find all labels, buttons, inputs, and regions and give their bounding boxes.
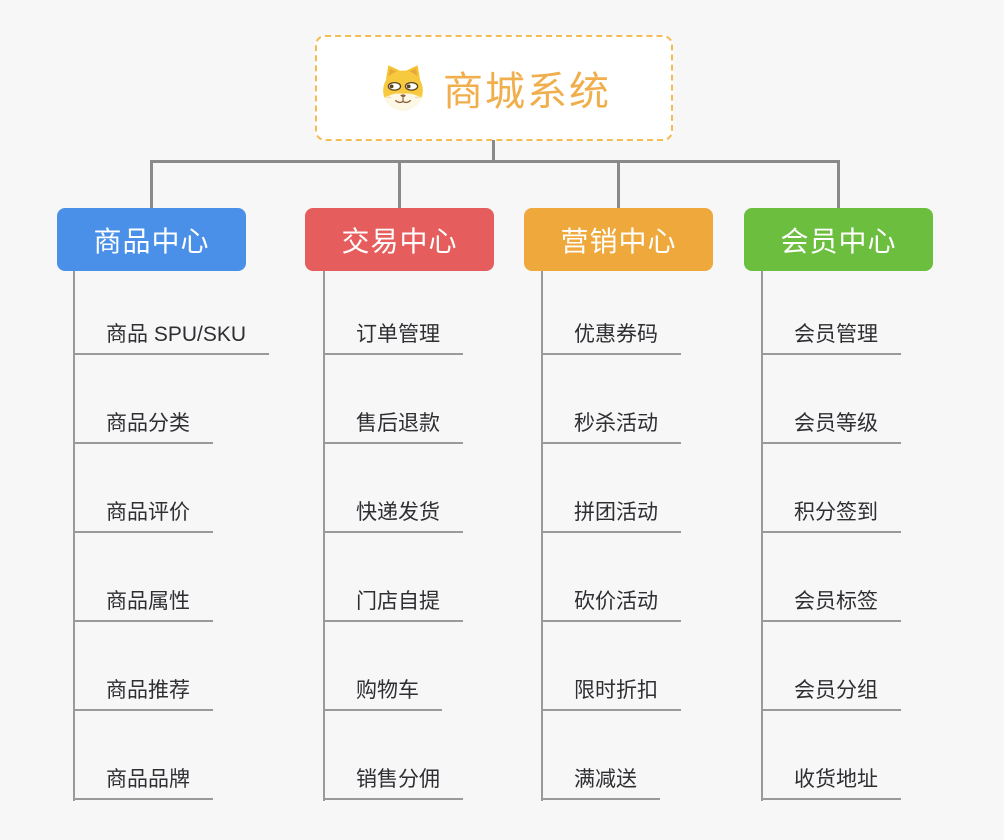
child-node[interactable]: 会员等级 xyxy=(761,404,901,444)
connector-drop-4 xyxy=(837,160,840,208)
child-node[interactable]: 快递发货 xyxy=(323,493,463,533)
branch-node-member-center[interactable]: 会员中心 xyxy=(744,208,933,271)
child-node[interactable]: 商品属性 xyxy=(73,582,213,622)
child-node[interactable]: 满减送 xyxy=(541,760,660,800)
connector-trunk-3 xyxy=(541,271,543,801)
child-node[interactable]: 会员管理 xyxy=(761,315,901,355)
root-title: 商城系统 xyxy=(443,70,611,114)
child-node[interactable]: 拼团活动 xyxy=(541,493,681,533)
child-node[interactable]: 砍价活动 xyxy=(541,582,681,622)
child-node[interactable]: 会员分组 xyxy=(761,671,901,711)
child-node[interactable]: 销售分佣 xyxy=(323,760,463,800)
connector-bus xyxy=(150,160,840,163)
child-node[interactable]: 商品推荐 xyxy=(73,671,213,711)
child-node[interactable]: 商品评价 xyxy=(73,493,213,533)
dog-face-icon xyxy=(383,65,423,111)
connector-drop-3 xyxy=(617,160,620,208)
child-node[interactable]: 会员标签 xyxy=(761,582,901,622)
child-node[interactable]: 收货地址 xyxy=(761,760,901,800)
branch-node-marketing-center[interactable]: 营销中心 xyxy=(524,208,713,271)
connector-trunk-2 xyxy=(323,271,325,801)
child-node[interactable]: 订单管理 xyxy=(323,315,463,355)
child-node[interactable]: 优惠券码 xyxy=(541,315,681,355)
child-node[interactable]: 积分签到 xyxy=(761,493,901,533)
child-node[interactable]: 商品分类 xyxy=(73,404,213,444)
connector-trunk-4 xyxy=(761,271,763,801)
connector-drop-1 xyxy=(150,160,153,208)
child-node[interactable]: 售后退款 xyxy=(323,404,463,444)
branch-node-trade-center[interactable]: 交易中心 xyxy=(305,208,494,271)
connector-root-stem xyxy=(492,140,495,161)
child-node[interactable]: 购物车 xyxy=(323,671,442,711)
child-node[interactable]: 秒杀活动 xyxy=(541,404,681,444)
root-node[interactable]: 商城系统 xyxy=(315,35,673,141)
child-node[interactable]: 限时折扣 xyxy=(541,671,681,711)
child-node[interactable]: 商品品牌 xyxy=(73,760,213,800)
connector-drop-2 xyxy=(398,160,401,208)
child-node[interactable]: 商品 SPU/SKU xyxy=(73,315,270,355)
branch-node-goods-center[interactable]: 商品中心 xyxy=(57,208,246,271)
child-node[interactable]: 门店自提 xyxy=(323,582,463,622)
connector-trunk-1 xyxy=(73,271,75,801)
